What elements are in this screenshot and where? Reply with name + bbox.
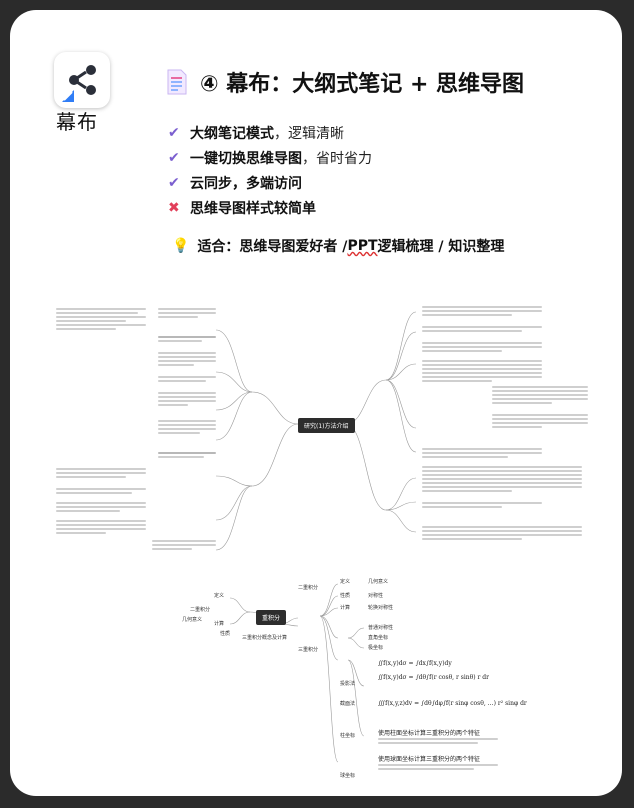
feature-item: ✔ 一键切换思维导图 ，省时省力 <box>168 145 372 170</box>
text-block <box>56 518 146 536</box>
text-block <box>158 418 216 436</box>
node-double-integral-left[interactable]: 二重积分 <box>190 607 211 613</box>
node-r-geometric[interactable]: 几何意义 <box>368 579 389 585</box>
mubu-logo-icon <box>62 65 96 102</box>
node-triple[interactable]: 三重积分概念及计算 <box>242 635 288 641</box>
feature-bold: 大纲笔记模式 <box>190 125 274 142</box>
node-r-spherical[interactable]: 球坐标 <box>340 773 356 779</box>
node-double-integral[interactable]: 二重积分 <box>298 585 319 591</box>
app-name: 幕布 <box>56 110 98 134</box>
text-block <box>378 736 498 746</box>
mindmap-connectors <box>215 311 417 551</box>
node-r-symmetry[interactable]: 对称性 <box>368 593 384 599</box>
mindmap-research-methods: 研究(1)方法介绍 <box>46 300 596 570</box>
node-r-cartesian[interactable]: 直角坐标 <box>368 635 389 641</box>
node-r-rotation[interactable]: 轮换对称性 <box>368 605 394 611</box>
feature-bold: 一键切换思维导图 <box>190 150 302 167</box>
suitable-for-line: 💡 适合：思维导图爱好者 / PPT 逻辑梳理 / 知识整理 <box>172 236 504 256</box>
text-block <box>492 412 588 430</box>
formula-cartesian: ∬f(x,y)dσ = ∫dx∫f(x,y)dy <box>378 660 452 667</box>
mindmap-central-node[interactable]: 重积分 <box>256 610 287 625</box>
node-geometric[interactable]: 几何意义 <box>182 617 203 623</box>
feature-bold: 云同步，多端访问 <box>190 175 302 192</box>
node-r-definition[interactable]: 定义 <box>340 579 351 585</box>
note-spherical: 使用球面坐标计算三重积分的两个特征 <box>378 756 481 763</box>
tip-suffix: 逻辑梳理 / 知识整理 <box>377 239 505 255</box>
note-cylindrical: 使用柱面坐标计算三重积分的两个特征 <box>378 730 481 737</box>
text-block <box>378 762 498 772</box>
formula-polar: ∬f(x,y)dσ = ∫dθ∫f(r cosθ, r sinθ) r dr <box>378 674 489 681</box>
node-property[interactable]: 性质 <box>220 631 231 637</box>
node-r-section[interactable]: 截面法 <box>340 701 356 707</box>
text-block <box>56 306 146 332</box>
text-block <box>492 384 588 406</box>
feature-rest: ，逻辑清晰 <box>274 125 344 142</box>
mindmap-central-node[interactable]: 研究(1)方法介绍 <box>298 418 355 433</box>
node-calculation[interactable]: 计算 <box>214 621 225 627</box>
document-icon <box>167 69 187 95</box>
text-block <box>422 358 542 384</box>
node-r-projection[interactable]: 投影法 <box>340 681 356 687</box>
page-title: ④ 幕布：大纲式笔记 + 思维导图 <box>200 72 525 97</box>
text-block <box>56 500 146 514</box>
formula-spherical: ∭f(x,y,z)dv = ∫dθ∫dφ∫f(r sinφ cosθ, …) r… <box>378 700 527 707</box>
tip-underlined: PPT <box>347 238 378 254</box>
check-icon: ✔ <box>168 124 180 141</box>
tip-prefix: 适合：思维导图爱好者 / <box>197 239 348 255</box>
title-row: ④ 幕布：大纲式笔记 + 思维导图 <box>166 66 524 98</box>
text-block <box>158 306 216 320</box>
text-block <box>422 524 582 542</box>
mubu-logo <box>54 52 110 108</box>
text-block <box>158 374 216 384</box>
text-block <box>158 334 216 344</box>
feature-rest: ，省时省力 <box>302 150 372 167</box>
cross-icon: ✖ <box>168 199 180 216</box>
node-triple-integral[interactable]: 三重积分 <box>298 647 319 653</box>
text-block <box>422 324 542 334</box>
feature-list: ✔ 大纲笔记模式 ，逻辑清晰 ✔ 一键切换思维导图 ，省时省力 ✔ 云同步，多端… <box>168 120 372 220</box>
node-r-polar[interactable]: 极坐标 <box>368 645 384 651</box>
feature-item: ✔ 大纲笔记模式 ，逻辑清晰 <box>168 120 372 145</box>
text-block <box>158 390 216 408</box>
text-block <box>422 464 582 494</box>
feature-item: ✔ 云同步，多端访问 <box>168 170 372 195</box>
node-definition[interactable]: 定义 <box>214 593 225 599</box>
text-block <box>422 446 542 460</box>
node-r-calc[interactable]: 计算 <box>340 605 351 611</box>
text-block <box>158 350 216 368</box>
content-card: 幕布 ④ 幕布：大纲式笔记 + 思维导图 ✔ 大纲笔记模式 ，逻辑清晰 ✔ 一键… <box>10 10 622 796</box>
text-block <box>56 486 146 496</box>
feature-bold: 思维导图样式较简单 <box>190 200 316 217</box>
text-block <box>422 500 542 510</box>
check-icon: ✔ <box>168 174 180 191</box>
mindmap-double-integral: 定义 计算 二重积分 几何意义 性质 三重积分概念及计算 重积分 二重积分 三重… <box>180 576 576 792</box>
text-block <box>422 340 542 354</box>
feature-item: ✖ 思维导图样式较简单 <box>168 195 372 220</box>
mindmap-connectors <box>229 583 365 763</box>
node-r-general[interactable]: 普通对称性 <box>368 625 394 631</box>
node-r-cylindrical[interactable]: 柱坐标 <box>340 733 356 739</box>
node-r-property[interactable]: 性质 <box>340 593 351 599</box>
text-block <box>56 466 146 480</box>
text-block <box>158 450 216 460</box>
text-block <box>152 538 216 552</box>
check-icon: ✔ <box>168 149 180 166</box>
lightbulb-icon: 💡 <box>172 238 190 254</box>
text-block <box>422 304 542 318</box>
